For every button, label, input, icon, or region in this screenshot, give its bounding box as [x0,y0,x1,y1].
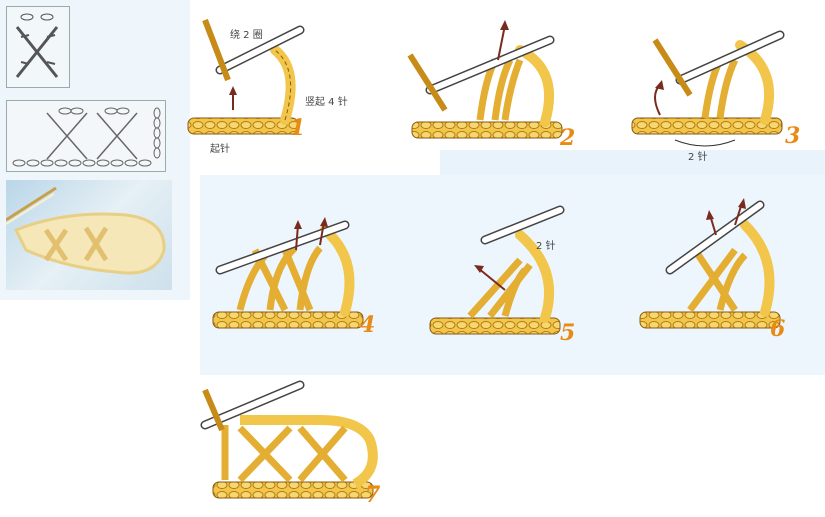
label-two-stitch-step5: 2 针 [536,237,556,252]
step-4-illustration [213,217,363,328]
step-number-3: 3 [785,123,800,149]
step-number-2: 2 [560,125,575,151]
label-start: 起针 [210,140,230,155]
step-number-5: 5 [560,320,575,346]
step-5-illustration [430,210,560,334]
step-3-illustration [632,35,782,146]
step-number-4: 4 [360,312,375,338]
step-number-7: 7 [365,482,380,508]
step-2-illustration [410,20,562,138]
step-7-illustration [205,385,373,498]
label-two-stitch-step3: 2 针 [688,148,708,163]
label-wrap-twice: 绕 2 圈 [230,26,263,41]
step-6-illustration [640,198,780,328]
step-number-1: 1 [290,115,305,141]
step-number-6: 6 [770,316,785,342]
label-raise-four: 竖起 4 针 [305,93,348,108]
